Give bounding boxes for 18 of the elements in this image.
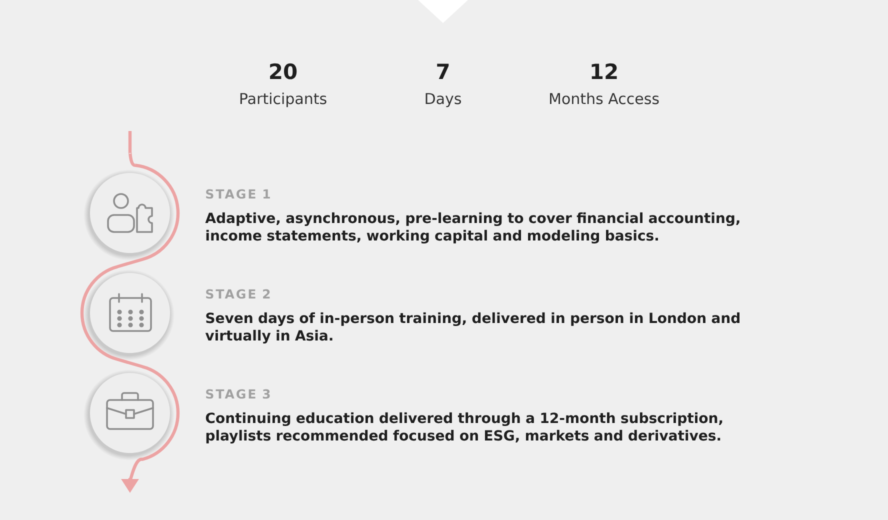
stat-number: 7 (437, 64, 449, 79)
connector-line (80, 164, 180, 314)
icon-circle (84, 270, 174, 360)
stat-number: 12 (592, 63, 617, 79)
icon-circle (84, 170, 174, 260)
stage-label: STAGE 2 (206, 289, 270, 299)
stat-caption: Days (426, 93, 461, 108)
stage-label: STAGE 1 (206, 189, 270, 199)
stat-number: 20 (270, 63, 297, 80)
connector-line (80, 312, 180, 414)
icon-circle (84, 370, 174, 460)
stage-description: Continuing education delivered through a 12-month subscription, playlists recommended focused on ESG, markets and derivatives. (206, 412, 722, 444)
stage-description: Adaptive, asynchronous, pre-learning to cover financial accounting, income statements, working capital and modeling basics. (205, 212, 740, 244)
stat-caption: Months Access (550, 92, 659, 104)
stat-caption: Participants (240, 92, 326, 108)
stage-label: STAGE 3 (206, 389, 270, 399)
connector-line (128, 131, 136, 167)
stage-description: Seven days of in-person training, delivered in person in London and virtually in Asia. (205, 312, 740, 344)
